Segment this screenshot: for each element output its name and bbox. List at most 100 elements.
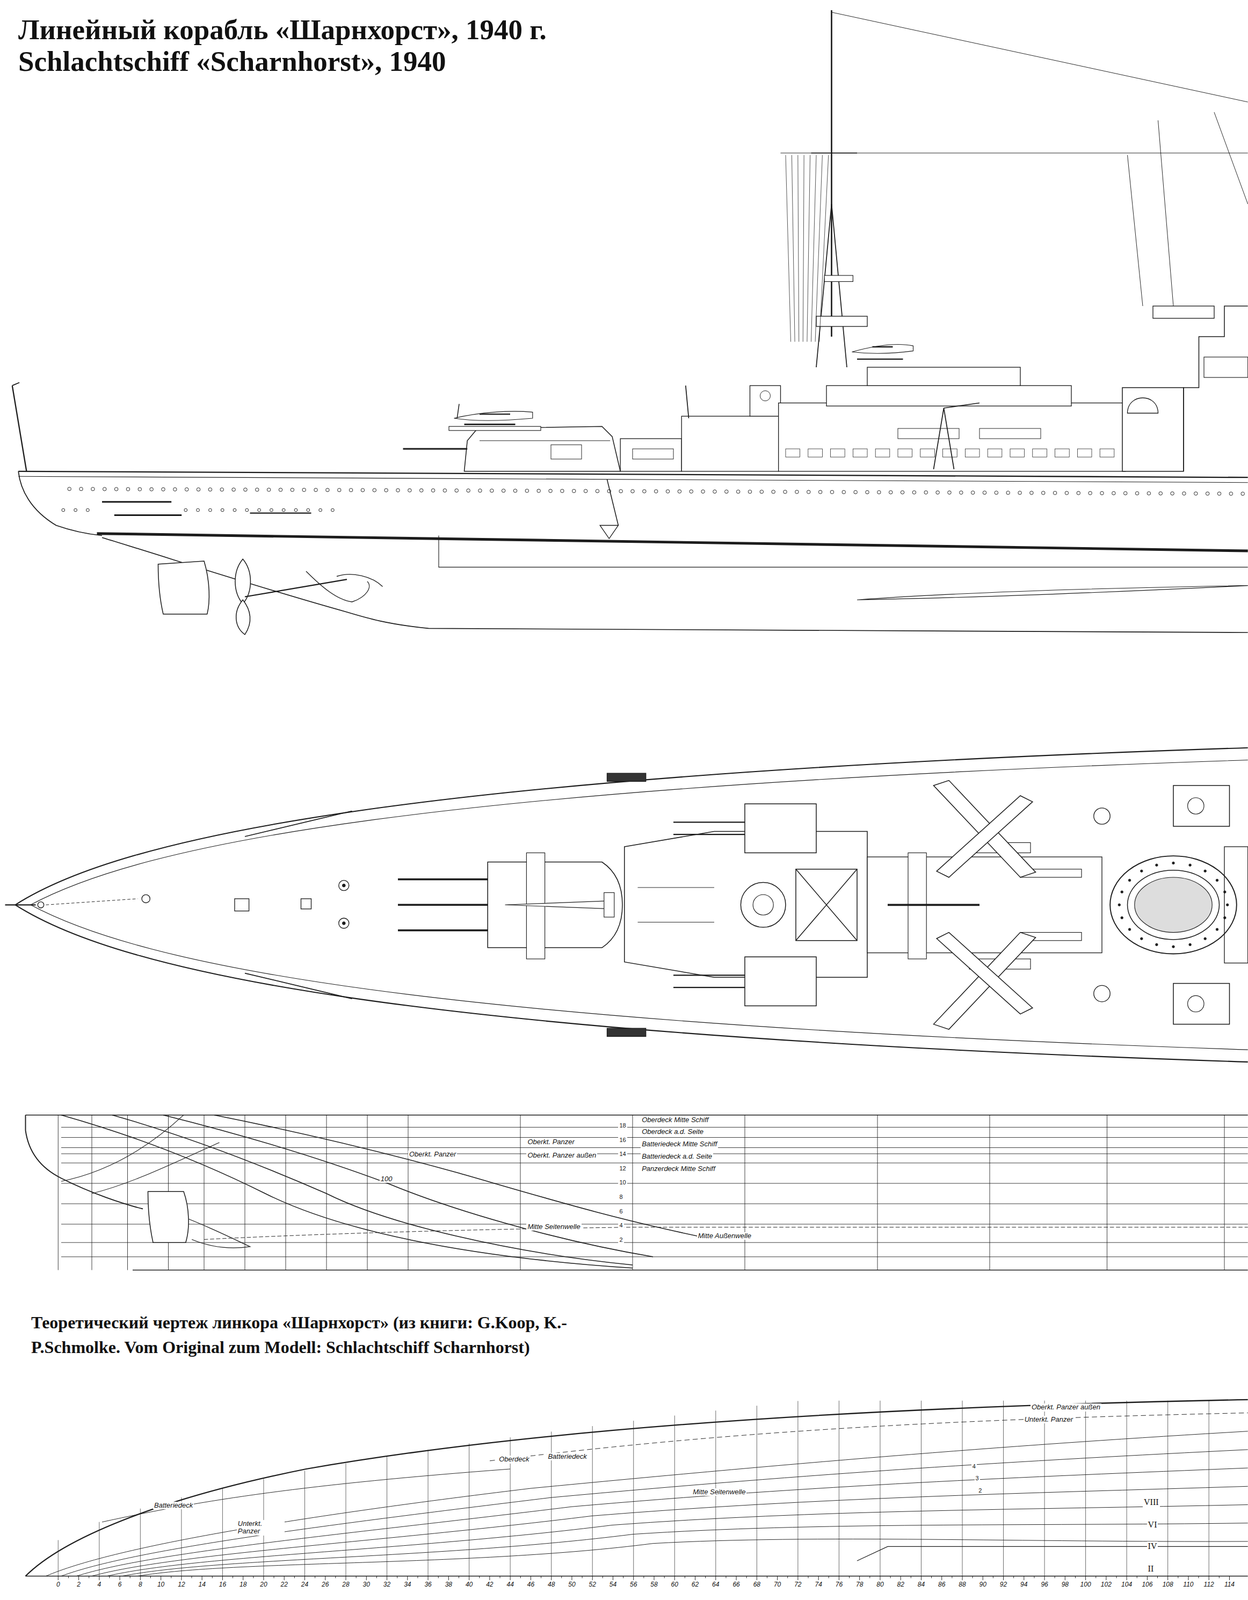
drawing-line — [537, 489, 541, 493]
drawing-line — [1123, 491, 1127, 495]
drawing-line — [98, 1576, 100, 1581]
drawing-line — [102, 501, 172, 503]
drawing-line — [1033, 1576, 1035, 1579]
frame-number: 42 — [484, 1581, 495, 1589]
drawing-line — [1241, 491, 1245, 496]
drawing-line — [548, 489, 553, 493]
drawing-line — [510, 1576, 511, 1581]
drawing-line — [1223, 916, 1226, 920]
drawing-line — [677, 489, 681, 493]
frame-number: 32 — [382, 1581, 392, 1589]
drawing-line — [797, 1401, 798, 1577]
drawing-line — [505, 901, 613, 910]
drawing-line — [408, 488, 412, 492]
drawing-line — [1003, 1401, 1004, 1577]
drawing-line — [386, 1456, 388, 1577]
line-label: II — [1147, 1564, 1156, 1574]
frame-number: 114 — [1223, 1581, 1236, 1589]
drawing-line — [875, 448, 890, 457]
drawing-line — [466, 488, 470, 492]
frame-number: 30 — [361, 1581, 372, 1589]
drawing-line — [427, 1576, 429, 1581]
drawing-line — [982, 490, 986, 495]
drawing-line — [1128, 928, 1131, 932]
drawing-line — [263, 1576, 264, 1581]
drawing-line — [478, 489, 482, 493]
drawing-line — [345, 1576, 347, 1581]
frame-number: 58 — [649, 1581, 659, 1589]
drawing-line — [673, 974, 745, 976]
drawing-line — [857, 1546, 1248, 1562]
drawing-line — [384, 488, 388, 492]
drawing-line — [802, 155, 804, 343]
drawing-line — [1120, 916, 1124, 920]
drawing-line — [201, 1576, 203, 1581]
frame-number: 94 — [1019, 1581, 1029, 1589]
drawing-line — [1023, 1576, 1025, 1581]
frame-number: 56 — [628, 1581, 638, 1589]
drawing-line — [599, 525, 619, 540]
drawing-line — [994, 490, 998, 495]
drawing-line — [184, 508, 188, 512]
frame-number: 90 — [978, 1581, 988, 1589]
drawing-line — [607, 1028, 647, 1037]
drawing-line — [744, 803, 817, 853]
drawing-line — [119, 1576, 121, 1581]
frame-number: 92 — [998, 1581, 1008, 1589]
drawing-line — [403, 447, 468, 450]
drawing-line — [234, 898, 250, 912]
drawing-line — [736, 489, 740, 493]
drawing-line — [972, 1576, 974, 1579]
frame-number: 74 — [813, 1581, 823, 1589]
line-label: Oberkt. Panzer — [408, 1150, 457, 1159]
drawing-line — [1135, 491, 1139, 496]
drawing-line — [114, 514, 182, 517]
drawing-line — [1122, 387, 1184, 472]
frame-number: 36 — [423, 1581, 433, 1589]
drawing-line — [109, 1576, 110, 1579]
drawing-line — [448, 426, 541, 431]
drawing-line — [25, 1399, 1248, 1577]
drawing-line — [360, 488, 365, 492]
drawing-line — [520, 1115, 521, 1271]
drawing-line — [5, 904, 36, 906]
drawing-line — [816, 204, 832, 368]
frame-number: 96 — [1039, 1581, 1049, 1589]
drawing-line — [819, 155, 829, 343]
drawing-line — [76, 1468, 1248, 1577]
drawing-line — [865, 490, 869, 494]
drawing-line — [942, 448, 958, 457]
frame-number: 20 — [258, 1581, 268, 1589]
drawing-line — [632, 1115, 634, 1271]
drawing-line — [1198, 1576, 1200, 1579]
drawing-line — [933, 780, 1036, 879]
drawing-line — [920, 1401, 922, 1577]
drawing-line — [244, 973, 353, 1000]
drawing-line — [982, 1576, 984, 1581]
drawing-line — [141, 894, 150, 903]
drawing-line — [314, 488, 318, 492]
drawing-line — [1215, 879, 1219, 882]
drawing-line — [57, 1540, 59, 1577]
drawing-line — [1044, 1401, 1046, 1577]
drawing-line — [513, 489, 517, 493]
drawing-line — [1118, 903, 1121, 907]
drawing-line — [853, 490, 858, 494]
drawing-line — [867, 367, 1021, 386]
drawing-line — [278, 488, 282, 492]
frame-number: 38 — [444, 1581, 454, 1589]
frame-number: 26 — [320, 1581, 330, 1589]
line-label: Mitte Außenwelle — [697, 1232, 753, 1240]
drawing-line — [811, 155, 817, 343]
drawing-line — [1224, 1115, 1225, 1271]
drawing-line — [386, 1576, 388, 1581]
line-label: Unterkt. Panzer — [1023, 1416, 1075, 1424]
drawing-line — [448, 1576, 449, 1581]
frame-number: 40 — [464, 1581, 474, 1589]
drawing-line — [107, 1505, 1248, 1577]
drawing-line — [456, 403, 460, 419]
drawing-line — [284, 1576, 285, 1581]
drawing-line — [630, 489, 635, 493]
drawing-line — [673, 821, 745, 823]
drawing-line — [1003, 1576, 1004, 1581]
